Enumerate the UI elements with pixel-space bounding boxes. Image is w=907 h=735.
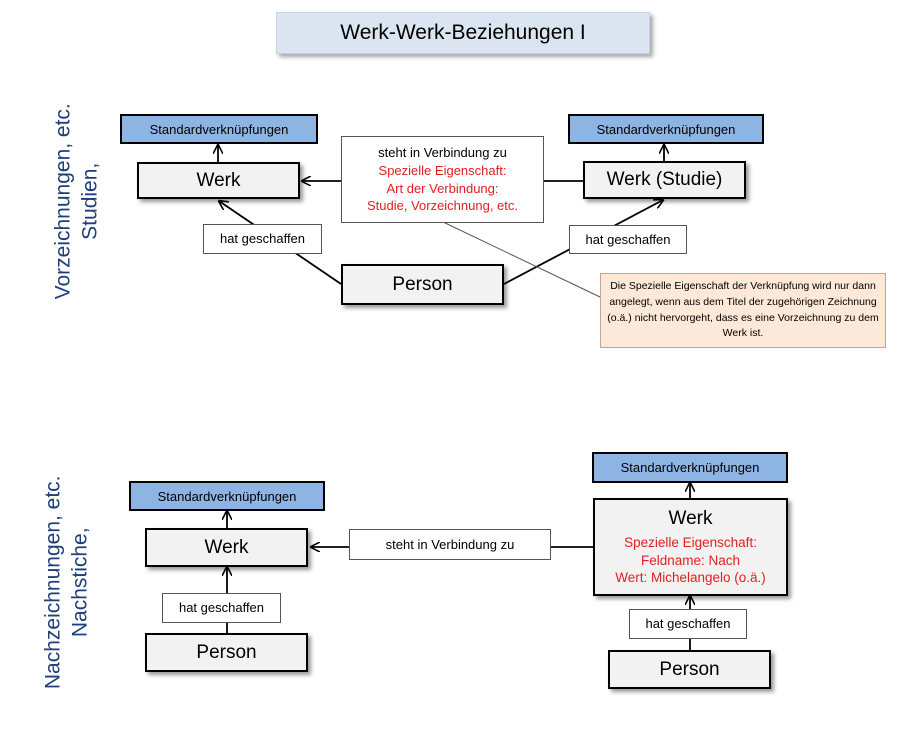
side-label-top-line2: Vorzeichnungen, etc. — [51, 103, 75, 300]
top-left-werk-label: Werk — [196, 169, 241, 191]
top-person-label: Person — [392, 273, 453, 295]
top-relation-line4: Studie, Vorzeichnung, etc. — [366, 198, 519, 214]
top-note-text: Die Spezielle Eigenschaft der Verknüpfun… — [607, 280, 879, 340]
bottom-right-werk-node: Werk Spezielle Eigenschaft: Feldname: Na… — [593, 498, 788, 596]
side-label-top: Vorzeichnungen, etc. Studien, — [50, 61, 105, 341]
side-label-bottom: Nachzeichnungen, etc. Nachstiche, — [40, 437, 95, 727]
bottom-left-created-text: hat geschaffen — [178, 600, 265, 616]
top-relation-line1: steht in Verbindung zu — [378, 145, 507, 161]
bottom-left-std-box: Standardverknüpfungen — [129, 481, 325, 511]
bottom-right-person-label: Person — [659, 658, 720, 680]
top-note-box: Die Spezielle Eigenschaft der Verknüpfun… — [600, 273, 886, 348]
top-relation-label: steht in Verbindung zu Spezielle Eigensc… — [341, 136, 544, 223]
diagram-title: Werk-Werk-Beziehungen I — [276, 12, 650, 54]
bottom-right-werk-label: Werk — [668, 508, 713, 530]
side-label-bottom-line1: Nachstiche, — [69, 527, 92, 638]
top-left-std-box: Standardverknüpfungen — [120, 114, 318, 144]
top-left-created-label: hat geschaffen — [203, 224, 322, 254]
top-right-std-box: Standardverknüpfungen — [568, 114, 764, 144]
bottom-right-std-label: Standardverknüpfungen — [620, 460, 760, 475]
bottom-right-person-node: Person — [608, 650, 771, 689]
diagram-title-text: Werk-Werk-Beziehungen I — [340, 21, 586, 44]
top-person-node: Person — [341, 264, 504, 305]
bottom-left-werk-node: Werk — [145, 528, 308, 567]
top-relation-line3: Art der Verbindung: — [386, 180, 499, 196]
bottom-right-prop-line3: Wert: Michelangelo (o.ä.) — [615, 570, 766, 586]
bottom-left-person-label: Person — [196, 641, 257, 663]
bottom-right-created-label: hat geschaffen — [629, 609, 747, 639]
note-pointer — [440, 220, 601, 298]
top-right-created-label: hat geschaffen — [569, 225, 687, 254]
bottom-relation-text: steht in Verbindung zu — [385, 536, 515, 552]
bottom-right-std-box: Standardverknüpfungen — [592, 452, 788, 483]
top-left-std-label: Standardverknüpfungen — [149, 121, 289, 137]
top-right-werk-label: Werk (Studie) — [606, 169, 723, 190]
bottom-right-created-text: hat geschaffen — [645, 616, 731, 632]
bottom-right-prop-line2: Feldname: Nach — [640, 552, 741, 568]
top-left-werk-node: Werk — [137, 162, 300, 199]
bottom-right-prop-line1: Spezielle Eigenschaft: — [624, 535, 757, 551]
side-label-top-line1: Studien, — [79, 162, 102, 240]
top-relation-line2: Spezielle Eigenschaft: — [378, 162, 507, 178]
bottom-left-person-node: Person — [145, 633, 308, 672]
bottom-left-created-label: hat geschaffen — [162, 593, 281, 623]
top-left-created-text: hat geschaffen — [219, 231, 306, 247]
top-right-created-text: hat geschaffen — [585, 231, 671, 247]
bottom-relation-label: steht in Verbindung zu — [349, 529, 551, 560]
side-label-bottom-line2: Nachzeichnungen, etc. — [41, 475, 65, 690]
bottom-left-std-label: Standardverknüpfungen — [157, 488, 297, 504]
bottom-left-werk-label: Werk — [204, 536, 249, 558]
top-right-std-label: Standardverknüpfungen — [596, 121, 736, 137]
top-right-werk-node: Werk (Studie) — [583, 161, 746, 199]
